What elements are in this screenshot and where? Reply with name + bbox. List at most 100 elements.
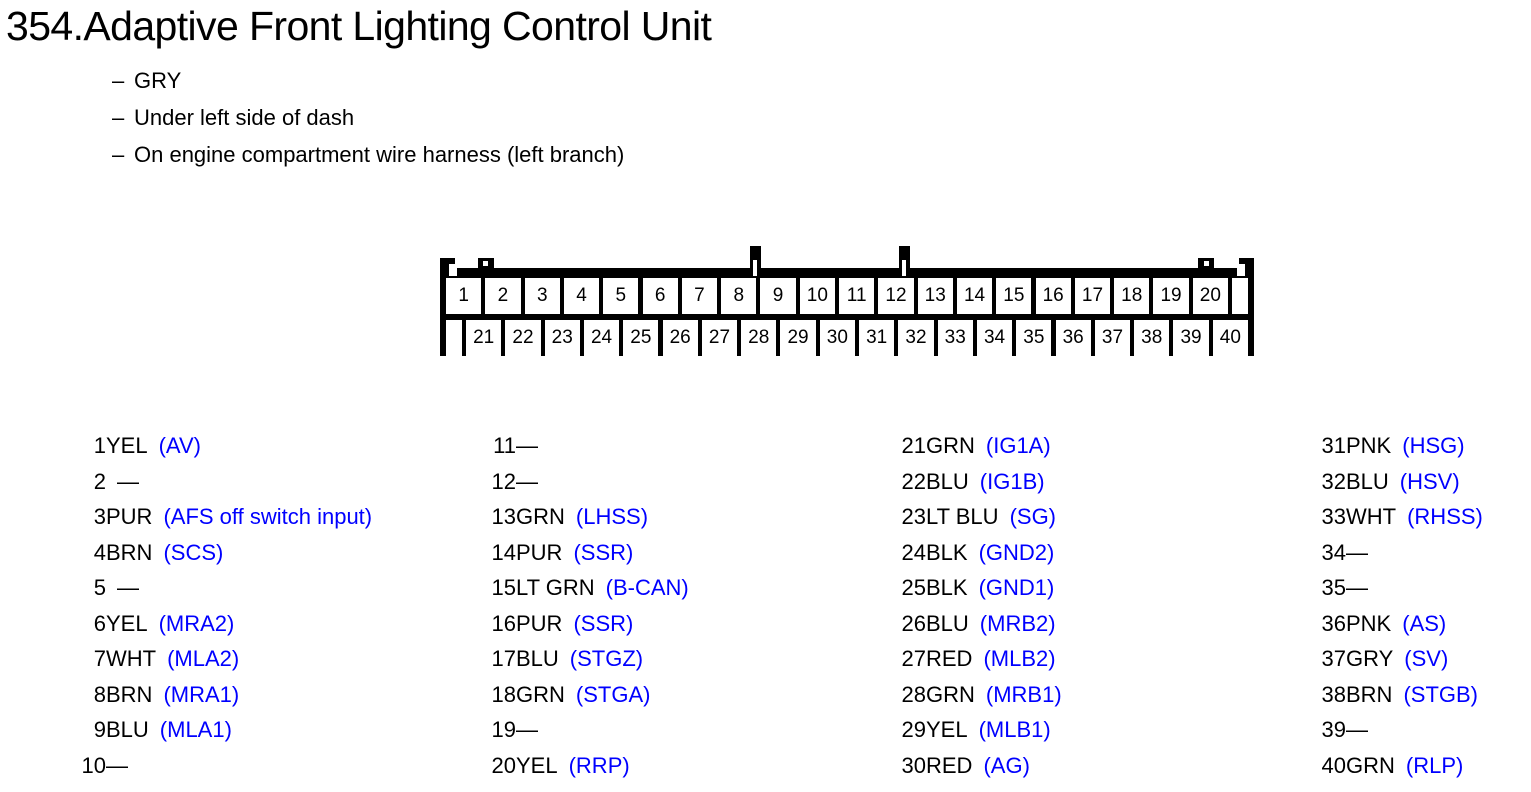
pin-number: 11 <box>493 433 516 458</box>
pin-wire-color: BLU <box>106 717 149 742</box>
pin-signal-name: (RLP) <box>1405 752 1464 778</box>
pin-wire-color: PUR <box>516 610 563 636</box>
connector-blank-slot <box>1232 278 1248 314</box>
pin-signal-name: (LHSS) <box>575 504 649 529</box>
pin-wire-color: GRN <box>926 681 975 707</box>
pin-number: 14 <box>491 539 516 565</box>
pin-wire-color: RED <box>926 646 973 671</box>
pin-signal-name: (RRP) <box>568 752 630 778</box>
pin-number: 26 <box>901 610 926 636</box>
pin-wire-color: LT BLU <box>926 504 999 529</box>
pin-number: 36 <box>1321 610 1346 636</box>
connector-pin-13: 13 <box>917 278 953 314</box>
pin-number: 8 <box>93 681 106 707</box>
pin-number: 35 <box>1321 575 1346 600</box>
pin-number: 29 <box>901 717 926 742</box>
connector-pin-21: 21 <box>466 320 502 356</box>
pin-number: 33 <box>1321 504 1346 529</box>
pin-wire-color: BLU <box>926 468 969 494</box>
pin-number: 19 <box>491 717 516 742</box>
pin-signal-name: (STGZ) <box>569 646 644 671</box>
pin-entry: 34— <box>1318 535 1483 571</box>
connector-pin-38: 38 <box>1134 320 1170 356</box>
pin-wire-color: BLU <box>516 646 559 671</box>
pin-number: 2 <box>93 468 106 494</box>
pin-wire-color: YEL <box>106 433 148 458</box>
pin-signal-name: (STGB) <box>1403 681 1479 707</box>
pin-wire-color: GRY <box>1346 646 1394 671</box>
connector-pin-11: 11 <box>839 278 875 314</box>
pin-entry: 39— <box>1318 712 1483 748</box>
connector-pin-12: 12 <box>878 278 914 314</box>
pin-signal-name: (MLA1) <box>159 717 232 742</box>
connector-pin-16: 16 <box>1035 278 1071 314</box>
pin-number: 37 <box>1321 646 1346 671</box>
pin-number: 6 <box>93 610 106 636</box>
pin-wire-color: PUR <box>106 504 153 529</box>
connector-pin-31: 31 <box>859 320 895 356</box>
pin-number: 32 <box>1321 468 1346 494</box>
corner-notch-left <box>449 264 457 276</box>
connector-pin-4: 4 <box>563 278 600 314</box>
corner-notch-right <box>1237 264 1245 276</box>
pin-number: 9 <box>93 717 106 742</box>
pin-wire-color: YEL <box>516 752 558 778</box>
pin-wire-color: YEL <box>106 610 148 636</box>
connector-pin-9: 9 <box>760 278 796 314</box>
pin-wire-color: LT GRN <box>516 575 595 600</box>
pin-signal-name: (MLB1) <box>978 717 1051 742</box>
pin-wire-color: WHT <box>1346 504 1397 529</box>
pin-signal-name: (IG1B) <box>979 468 1045 494</box>
connector-pin-24: 24 <box>583 320 620 356</box>
pin-wire-color: YEL <box>926 717 968 742</box>
pin-entry: 35— <box>1318 570 1483 606</box>
latch-gap-left <box>753 260 757 276</box>
connector-pin-34: 34 <box>976 320 1013 356</box>
pin-number: 38 <box>1321 681 1346 707</box>
pin-wire-color: PNK <box>1346 610 1392 636</box>
pin-entry: 12— <box>488 464 689 500</box>
pin-wire-color: BRN <box>1346 681 1393 707</box>
pin-wire-color: — <box>1346 539 1368 565</box>
pin-signal-name: (MRA1) <box>163 681 240 707</box>
pin-number: 28 <box>901 681 926 707</box>
pin-number: 16 <box>491 610 516 636</box>
note-dash-icon: – <box>112 68 125 93</box>
pin-number: 34 <box>1321 539 1346 565</box>
note-line: –Under left side of dash <box>112 99 624 136</box>
pin-entry: 2— <box>78 464 372 500</box>
pin-wire-color: BLU <box>1346 468 1389 494</box>
pin-number: 18 <box>491 681 516 707</box>
pin-signal-name: (MRB1) <box>985 681 1062 707</box>
connector-pin-1: 1 <box>446 278 482 314</box>
pin-number: 40 <box>1321 752 1346 778</box>
pin-signal-name: (GND2) <box>978 539 1055 565</box>
notes-list: –GRY–Under left side of dash–On engine c… <box>112 62 624 173</box>
connector-pin-10: 10 <box>799 278 835 314</box>
connector-pin-14: 14 <box>956 278 993 314</box>
pin-number: 13 <box>491 504 516 529</box>
connector-pin-22: 22 <box>505 320 541 356</box>
connector-pin-28: 28 <box>741 320 777 356</box>
pin-wire-color: — <box>516 433 538 458</box>
